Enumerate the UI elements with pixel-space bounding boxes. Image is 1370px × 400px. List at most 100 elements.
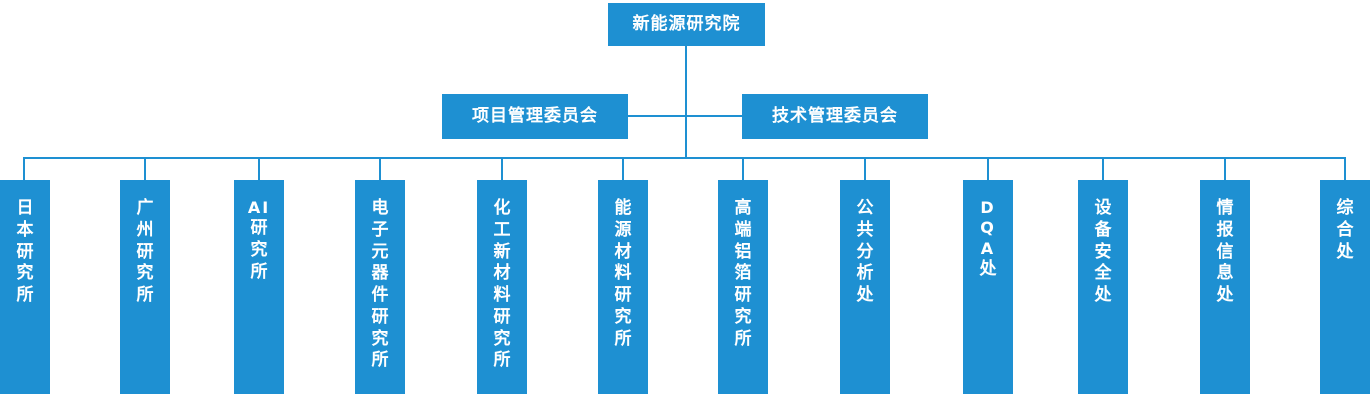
connector-drop-6 bbox=[622, 157, 624, 180]
label-char: 料 bbox=[614, 263, 632, 284]
node-intelligence-information-department[interactable]: 情报信息处 bbox=[1200, 180, 1250, 394]
label-char: 研 bbox=[250, 218, 268, 239]
node-electronic-components-institute[interactable]: 电子元器件研究所 bbox=[355, 180, 405, 394]
node-guangzhou-research-institute-label: 广州研究所 bbox=[137, 198, 154, 307]
node-high-end-aluminum-foil-institute-label: 高端铝箔研究所 bbox=[735, 198, 752, 350]
node-committee-tech[interactable]: 技术管理委员会 bbox=[742, 94, 928, 139]
label-char: 安 bbox=[1094, 241, 1112, 262]
label-char: 源 bbox=[614, 219, 632, 240]
connector-drop-8 bbox=[864, 157, 866, 180]
node-equipment-safety-department[interactable]: 设备安全处 bbox=[1078, 180, 1128, 394]
label-char: 处 bbox=[979, 259, 997, 280]
label-char: 究 bbox=[493, 328, 511, 349]
node-chemical-new-materials-institute-label: 化工新材料研究所 bbox=[494, 198, 511, 372]
label-char: 息 bbox=[1216, 263, 1234, 284]
label-char: A bbox=[980, 238, 996, 258]
label-char: 工 bbox=[493, 219, 511, 240]
label-char: 究 bbox=[734, 306, 752, 327]
connector-drop-2 bbox=[144, 157, 146, 180]
label-char: 所 bbox=[250, 261, 268, 282]
label-char: 综 bbox=[1336, 198, 1354, 218]
label-char: 共 bbox=[856, 219, 874, 240]
label-char: 研 bbox=[734, 285, 752, 305]
label-char: 报 bbox=[1216, 219, 1234, 240]
node-public-analysis-department-label: 公共分析处 bbox=[857, 198, 874, 307]
label-char: 究 bbox=[16, 263, 34, 284]
label-char: 所 bbox=[16, 285, 34, 305]
label-char: D bbox=[980, 198, 996, 217]
node-committee-project[interactable]: 项目管理委员会 bbox=[442, 94, 628, 139]
label-char: 研 bbox=[614, 285, 632, 305]
label-char: 所 bbox=[493, 350, 511, 371]
node-high-end-aluminum-foil-institute[interactable]: 高端铝箔研究所 bbox=[718, 180, 768, 394]
label-char: 处 bbox=[856, 285, 874, 305]
label-char: 处 bbox=[1216, 285, 1234, 305]
label-char: 研 bbox=[493, 306, 511, 327]
connector-drop-12 bbox=[1344, 157, 1346, 180]
label-char: 析 bbox=[856, 263, 874, 284]
node-committee-project-label: 项目管理委员会 bbox=[472, 106, 598, 126]
label-char: 材 bbox=[614, 241, 632, 262]
label-char: 州 bbox=[136, 219, 154, 240]
label-char: 分 bbox=[856, 241, 874, 262]
label-char: 究 bbox=[250, 240, 268, 261]
node-equipment-safety-department-label: 设备安全处 bbox=[1095, 198, 1112, 307]
label-char: 备 bbox=[1094, 219, 1112, 240]
label-char: 新 bbox=[493, 241, 511, 262]
label-char: 箔 bbox=[734, 263, 752, 284]
node-japan-research-institute[interactable]: 日本研究所 bbox=[0, 180, 50, 394]
label-char: Q bbox=[980, 218, 996, 238]
node-energy-materials-institute[interactable]: 能源材料研究所 bbox=[598, 180, 648, 394]
node-general-affairs-department[interactable]: 综合处 bbox=[1320, 180, 1370, 394]
connector-drop-10 bbox=[1102, 157, 1104, 180]
label-char: 全 bbox=[1094, 263, 1112, 284]
label-char: 所 bbox=[136, 285, 154, 305]
label-char: 料 bbox=[493, 285, 511, 305]
label-char: 能 bbox=[614, 198, 632, 218]
label-char: 广 bbox=[136, 198, 154, 218]
label-char: 研 bbox=[16, 241, 34, 262]
label-char: 电 bbox=[371, 198, 389, 218]
label-char: 处 bbox=[1094, 285, 1112, 305]
node-chemical-new-materials-institute[interactable]: 化工新材料研究所 bbox=[477, 180, 527, 394]
label-char: 信 bbox=[1216, 241, 1234, 262]
connector-drop-9 bbox=[987, 157, 989, 180]
connector-drop-3 bbox=[258, 157, 260, 180]
label-char: 子 bbox=[371, 219, 389, 240]
label-char: 所 bbox=[371, 350, 389, 371]
label-char: 所 bbox=[734, 328, 752, 349]
node-root-label: 新能源研究院 bbox=[632, 14, 741, 34]
label-char: 处 bbox=[1336, 241, 1354, 262]
connector-spine-to-committee-project bbox=[628, 115, 686, 117]
node-root-institute[interactable]: 新能源研究院 bbox=[608, 3, 765, 46]
label-char: AI bbox=[247, 198, 271, 217]
connector-spine-to-committee-tech bbox=[685, 115, 743, 117]
node-energy-materials-institute-label: 能源材料研究所 bbox=[615, 198, 632, 350]
label-char: 高 bbox=[734, 198, 752, 218]
label-char: 设 bbox=[1094, 198, 1112, 218]
label-char: 日 bbox=[16, 198, 34, 218]
node-guangzhou-research-institute[interactable]: 广州研究所 bbox=[120, 180, 170, 394]
label-char: 材 bbox=[493, 263, 511, 284]
node-public-analysis-department[interactable]: 公共分析处 bbox=[840, 180, 890, 394]
label-char: 端 bbox=[734, 219, 752, 240]
label-char: 公 bbox=[856, 198, 874, 218]
label-char: 究 bbox=[371, 328, 389, 349]
label-char: 铝 bbox=[734, 241, 752, 262]
node-committee-tech-label: 技术管理委员会 bbox=[772, 106, 898, 126]
node-japan-research-institute-label: 日本研究所 bbox=[17, 198, 34, 307]
connector-drop-4 bbox=[379, 157, 381, 180]
label-char: 究 bbox=[614, 306, 632, 327]
connector-root-to-spine bbox=[685, 46, 687, 157]
label-char: 研 bbox=[136, 241, 154, 262]
label-char: 情 bbox=[1216, 198, 1234, 218]
node-general-affairs-department-label: 综合处 bbox=[1337, 198, 1354, 263]
label-char: 化 bbox=[493, 198, 511, 218]
label-char: 件 bbox=[371, 285, 389, 305]
connector-department-bus bbox=[23, 157, 1346, 159]
connector-drop-5 bbox=[501, 157, 503, 180]
